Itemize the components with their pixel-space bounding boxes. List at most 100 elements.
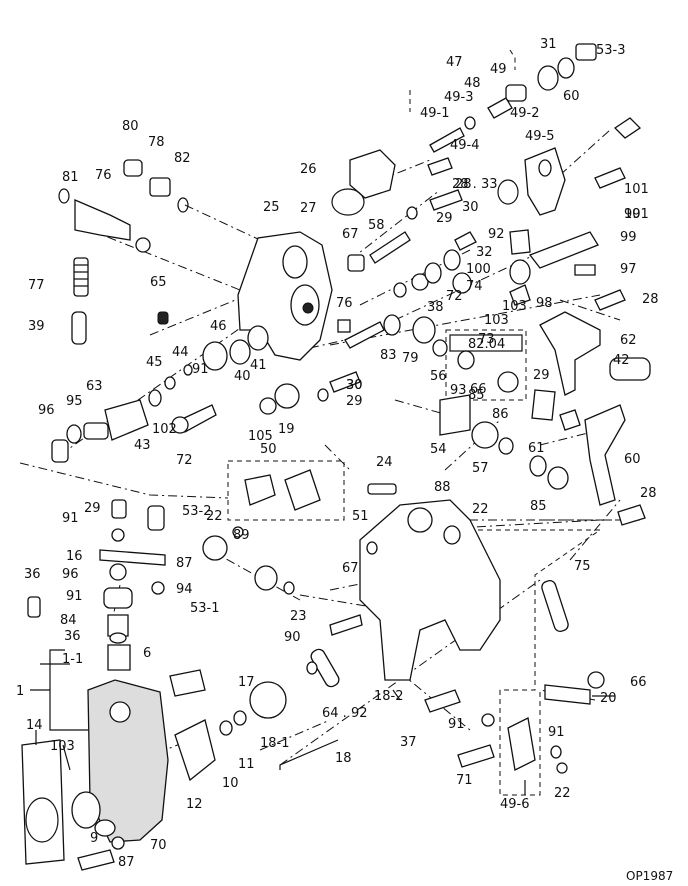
callout: 83 [380, 348, 397, 363]
callout: 40 [234, 369, 251, 384]
callout: 49-6 [500, 797, 530, 812]
callout: 50 [260, 442, 277, 457]
callout: 18-2 [374, 689, 404, 704]
callout: 48 [464, 76, 481, 91]
callout: 53-1 [190, 601, 220, 616]
callout: 91 [192, 362, 209, 377]
callout: 37 [400, 735, 417, 750]
callout: 18 [335, 751, 352, 766]
callout: 89 [233, 528, 250, 543]
callout: 22 [206, 509, 223, 524]
callout: 79 [402, 351, 419, 366]
callout: 100 [466, 262, 491, 277]
callout: 90 [284, 630, 301, 645]
callout: 75 [574, 559, 591, 574]
callout: 99 [624, 207, 641, 222]
callout: 60 [624, 452, 641, 467]
callout: 87 [118, 855, 135, 870]
callout: 71 [456, 773, 473, 788]
group-box-82-04 [445, 329, 527, 401]
callout: 102 [152, 422, 177, 437]
callout: 10 [222, 776, 239, 791]
governor-cover [349, 149, 396, 199]
callout: 9 [90, 831, 98, 846]
callout: 63 [86, 379, 103, 394]
group-box-53-2 [227, 460, 345, 521]
callout: 65 [150, 275, 167, 290]
callout: 29 [84, 501, 101, 516]
callout: 85 [468, 388, 485, 403]
callout: 30 [462, 200, 479, 215]
callout: 31 [540, 37, 557, 52]
callout: 53-3 [596, 43, 626, 58]
callout: 57 [472, 461, 489, 476]
callout: 30 [346, 378, 363, 393]
callout: 32 [476, 245, 493, 260]
callout: 28 [455, 177, 472, 192]
callout: 19 [278, 422, 295, 437]
callout: 46 [210, 319, 227, 334]
callout: 86 [492, 407, 509, 422]
callout: 91 [66, 589, 83, 604]
callout: 36 [64, 629, 81, 644]
callout: 39 [28, 319, 45, 334]
callout: 49-3 [444, 90, 474, 105]
callout: 28 . 33 [452, 177, 497, 192]
callout: 36 [24, 567, 41, 582]
spec-box-label: 82.04 [468, 337, 505, 352]
callout: 60 [563, 89, 580, 104]
callout: 98 [536, 296, 553, 311]
callout: 14 [26, 718, 43, 733]
callout: 49-1 [420, 106, 450, 121]
callout: 61 [528, 441, 545, 456]
group-boxes [227, 49, 602, 796]
callout: 76 [95, 168, 112, 183]
callout: 87 [176, 556, 193, 571]
governor-lever-assembly [359, 499, 501, 681]
callout: 81 [62, 170, 79, 185]
callout: 41 [250, 358, 267, 373]
callout: 56 [430, 369, 447, 384]
callout: 96 [38, 403, 55, 418]
callout: 28 [642, 292, 659, 307]
callout: 49-5 [525, 129, 555, 144]
parts [21, 43, 651, 871]
callout: 105 [248, 429, 273, 444]
callout: 66 [470, 382, 487, 397]
drawing-code: OP1987 [626, 869, 673, 883]
callout: 91 [548, 725, 565, 740]
callout: 17 [238, 675, 255, 690]
callout: 25 [263, 200, 280, 215]
callout: 67 [342, 227, 359, 242]
callout: 18-1 [260, 736, 290, 751]
callout: 91 [448, 717, 465, 732]
callout: 99 [620, 230, 637, 245]
callout: 51 [352, 509, 369, 524]
callout: 28 [640, 486, 657, 501]
callout: 23 [290, 609, 307, 624]
callout: 22 [554, 786, 571, 801]
callout: 88 [434, 480, 451, 495]
callout: 76 [336, 296, 353, 311]
callout: 12 [186, 797, 203, 812]
callout: 1 [16, 684, 24, 699]
callout: 64 . 92 [322, 706, 367, 721]
callout: 42 [613, 353, 630, 368]
group-box-53-1 [460, 529, 602, 796]
callout: 72 [446, 289, 463, 304]
callout: 85 [530, 499, 547, 514]
callout: 67 [342, 561, 359, 576]
callout: 29 [436, 211, 453, 226]
callout: 66 [630, 675, 647, 690]
callout: 96 [62, 567, 79, 582]
callout: 93 [450, 383, 467, 398]
callout: 16 [66, 549, 83, 564]
callout: 91 [62, 511, 79, 526]
callout: 54 [430, 442, 447, 457]
callout: 70 [150, 838, 167, 853]
callout: 30 [346, 378, 363, 393]
callout: 44 [172, 345, 189, 360]
callout: 103 [484, 313, 509, 328]
callout: 73 [478, 332, 495, 347]
